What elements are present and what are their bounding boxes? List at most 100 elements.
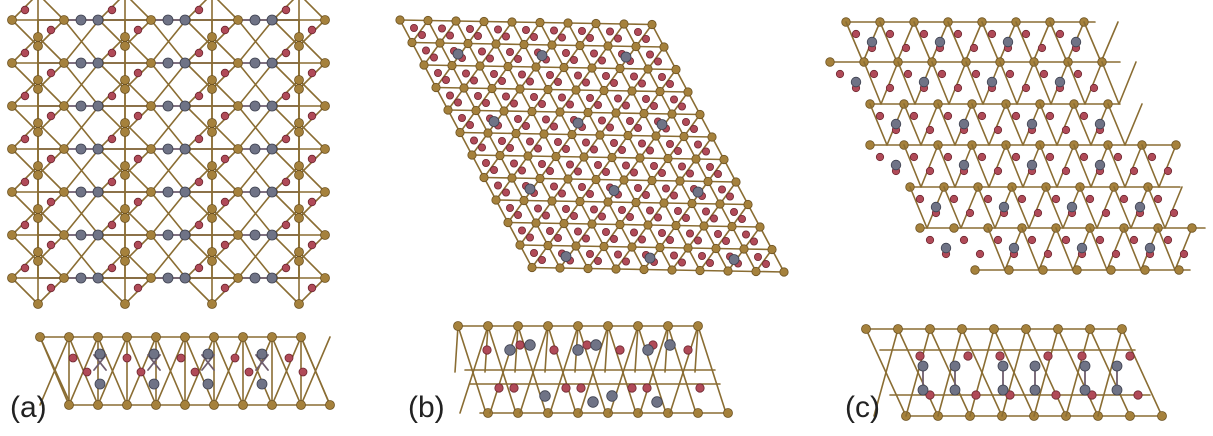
- gray-atom: [958, 118, 970, 130]
- bond: [549, 325, 579, 414]
- red-atom: [590, 49, 599, 58]
- bond: [1032, 21, 1051, 63]
- red-atom: [1017, 194, 1027, 204]
- bond: [97, 336, 128, 406]
- bond: [607, 325, 637, 414]
- bond: [1021, 227, 1040, 271]
- red-atom: [690, 125, 699, 134]
- gold-atom: [591, 18, 601, 29]
- gold-atom: [120, 118, 130, 128]
- gold-atom: [7, 15, 17, 25]
- bond: [523, 199, 553, 202]
- red-atom: [622, 101, 631, 110]
- bond: [1005, 103, 1024, 146]
- bond: [185, 191, 213, 219]
- red-atom: [107, 48, 117, 58]
- gold-atom: [595, 130, 605, 140]
- red-atom: [642, 190, 651, 199]
- bond: [1113, 186, 1132, 229]
- red-atom: [610, 234, 619, 243]
- red-atom: [509, 99, 518, 108]
- bond: [583, 156, 613, 159]
- bond: [300, 336, 331, 406]
- bond: [1100, 21, 1119, 63]
- bond: [627, 134, 657, 137]
- bond: [98, 19, 126, 47]
- gold-atom: [695, 265, 705, 276]
- bond: [503, 110, 533, 113]
- red-atom: [1079, 152, 1089, 162]
- bond: [659, 90, 689, 93]
- gold-atom: [751, 266, 761, 277]
- bond: [647, 224, 677, 227]
- gray-atom: [266, 186, 278, 198]
- red-atom: [20, 48, 30, 58]
- red-atom: [670, 251, 679, 260]
- gold-atom: [120, 299, 130, 309]
- bond: [1124, 144, 1143, 188]
- gold-atom: [647, 175, 657, 186]
- bond: [185, 234, 213, 262]
- gold-atom: [1021, 324, 1031, 334]
- gold-atom: [233, 187, 243, 197]
- gold-atom: [487, 83, 497, 94]
- bond: [715, 247, 745, 250]
- bond: [587, 267, 617, 270]
- bond: [604, 325, 609, 373]
- bond: [1079, 186, 1098, 229]
- gold-atom: [320, 187, 330, 197]
- gray-atom: [179, 229, 191, 241]
- gray-atom: [504, 344, 516, 356]
- gray-atom: [75, 186, 87, 198]
- gray-atom: [572, 117, 584, 129]
- red-atom: [642, 35, 651, 44]
- red-atom: [1073, 69, 1083, 79]
- gray-atom: [179, 272, 191, 284]
- gold-atom: [515, 84, 525, 94]
- gold-atom: [120, 204, 130, 214]
- red-atom: [505, 48, 514, 57]
- gray-atom: [1111, 360, 1123, 372]
- red-atom: [706, 258, 715, 267]
- bond: [298, 208, 326, 236]
- red-atom: [457, 114, 466, 123]
- gold-atom: [643, 220, 653, 230]
- bond: [1164, 186, 1183, 229]
- bond: [1084, 61, 1103, 105]
- bond: [1096, 186, 1115, 229]
- bond: [873, 328, 899, 417]
- gold-atom: [1157, 411, 1167, 421]
- bond: [298, 122, 326, 150]
- red-atom: [1119, 194, 1129, 204]
- red-atom: [678, 162, 687, 171]
- gold-atom: [93, 332, 103, 342]
- gold-atom: [739, 244, 749, 254]
- red-atom: [654, 57, 663, 66]
- bond: [631, 246, 661, 249]
- bond: [623, 23, 653, 26]
- gold-atom: [619, 175, 629, 185]
- red-atom: [194, 134, 204, 144]
- bond: [1124, 103, 1143, 146]
- gray-atom: [644, 252, 656, 264]
- bond: [559, 267, 589, 270]
- gold-atom: [294, 127, 304, 137]
- bond: [451, 64, 481, 67]
- bond: [63, 191, 100, 236]
- gold-atom: [207, 247, 217, 257]
- gold-atom: [1187, 223, 1197, 233]
- bond: [185, 19, 213, 47]
- gold-atom: [294, 213, 304, 223]
- bond: [399, 19, 429, 22]
- red-atom: [441, 76, 450, 85]
- bond: [37, 208, 65, 236]
- red-atom: [281, 134, 291, 144]
- red-atom: [481, 99, 490, 108]
- red-atom: [1005, 390, 1015, 400]
- gold-atom: [146, 230, 156, 240]
- bond: [463, 87, 493, 90]
- red-atom: [610, 138, 619, 147]
- gray-atom: [1002, 36, 1014, 48]
- gold-atom: [715, 199, 725, 209]
